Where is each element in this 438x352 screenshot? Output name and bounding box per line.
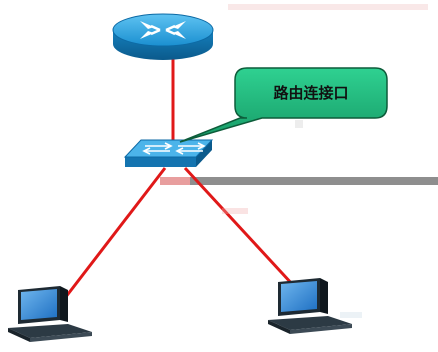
gray-band bbox=[160, 177, 438, 185]
computer-icon bbox=[268, 278, 352, 334]
pink-band-mark bbox=[160, 177, 190, 185]
callout-text: 路由连接口 bbox=[273, 84, 348, 102]
faint-artifacts bbox=[222, 120, 362, 318]
computer-icon bbox=[8, 286, 92, 342]
link-switch-pc-right bbox=[183, 166, 295, 287]
callout-bubble: 路由连接口 bbox=[179, 67, 388, 143]
router-icon bbox=[112, 13, 214, 60]
pink-top-mark bbox=[228, 4, 428, 10]
switch-icon bbox=[123, 139, 214, 167]
link-switch-pc-left bbox=[63, 167, 167, 299]
